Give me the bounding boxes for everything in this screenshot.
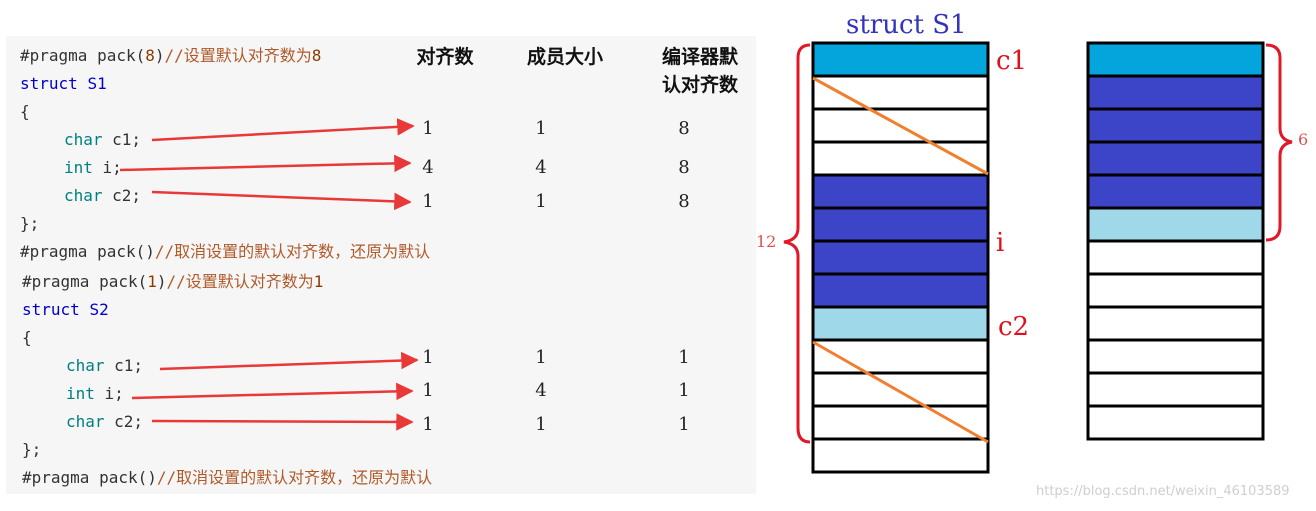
s1-cell-int bbox=[811, 173, 990, 210]
s2-struct-line: struct S2 bbox=[22, 300, 109, 319]
s2-cell-int bbox=[1086, 140, 1265, 177]
code-panel bbox=[6, 36, 756, 494]
s2-reset-line: #pragma pack()//取消设置的默认对齐数，还原为默认 bbox=[22, 468, 433, 487]
diagram-title: struct S1 bbox=[846, 10, 967, 40]
s2-c1-default: 1 bbox=[678, 347, 690, 368]
header-alignment: 对齐数 bbox=[416, 46, 474, 68]
s1-open-brace: { bbox=[20, 102, 30, 121]
s1-i-default: 8 bbox=[678, 157, 690, 178]
s1-cell-empty bbox=[811, 404, 990, 441]
s1-cell-empty bbox=[811, 338, 990, 375]
right-brace bbox=[1265, 43, 1293, 242]
s1-reset-line: #pragma pack()//取消设置的默认对齐数，还原为默认 bbox=[20, 242, 431, 261]
label-i: i bbox=[996, 228, 1005, 258]
s2-member-c2: char c2; bbox=[66, 412, 144, 431]
s2-open-brace: { bbox=[22, 328, 32, 347]
s1-c2-default: 8 bbox=[678, 191, 690, 212]
s2-cell-int bbox=[1086, 173, 1265, 210]
header-compiler-default-line1: 编译器默 bbox=[661, 46, 738, 68]
s2-pragma-line: #pragma pack(1)//设置默认对齐数为1 bbox=[22, 272, 324, 291]
s1-member-c2: char c2; bbox=[64, 186, 142, 205]
member-arrow bbox=[151, 190, 412, 211]
s2-cell-empty bbox=[1086, 239, 1265, 276]
s2-cell-empty bbox=[1086, 305, 1265, 342]
label-c1: c1 bbox=[996, 46, 1028, 76]
s1-cell-empty bbox=[811, 371, 990, 408]
s1-cell-empty bbox=[811, 437, 990, 474]
padding-diagonal-2 bbox=[812, 340, 989, 444]
s1-cell-c1 bbox=[811, 41, 990, 78]
s1-struct-line: struct S1 bbox=[20, 74, 107, 93]
member-arrow bbox=[131, 382, 414, 401]
s1-cell-c2 bbox=[811, 305, 990, 342]
s1-c1-size: 1 bbox=[535, 118, 547, 139]
s2-cell-int bbox=[1086, 74, 1265, 111]
s1-cell-int bbox=[811, 239, 990, 276]
s2-member-c1: char c1; bbox=[66, 356, 144, 375]
member-arrow bbox=[119, 154, 412, 173]
s1-i-size: 4 bbox=[535, 157, 547, 178]
label-c2: c2 bbox=[998, 312, 1030, 342]
s2-cell-empty bbox=[1086, 371, 1265, 408]
s1-c2-alignment: 1 bbox=[422, 191, 434, 212]
member-arrow bbox=[159, 351, 419, 371]
s2-i-default: 1 bbox=[678, 380, 690, 401]
s2-c1-size: 1 bbox=[535, 347, 547, 368]
s1-member-i: int i; bbox=[64, 158, 122, 177]
s1-c2-size: 1 bbox=[535, 191, 547, 212]
padding-diagonal-1 bbox=[812, 76, 989, 176]
s2-i-size: 4 bbox=[535, 380, 547, 401]
s1-c1-alignment: 1 bbox=[422, 118, 434, 139]
member-arrow bbox=[151, 413, 414, 431]
s2-close-brace: }; bbox=[22, 440, 42, 459]
s2-cell-empty bbox=[1086, 404, 1265, 441]
s1-cell-int bbox=[811, 272, 990, 309]
member-arrow bbox=[151, 118, 415, 142]
s2-cell-c2 bbox=[1086, 206, 1265, 243]
s2-cell-empty bbox=[1086, 338, 1265, 375]
s1-member-c1: char c1; bbox=[64, 130, 142, 149]
s1-c1-default: 8 bbox=[678, 118, 690, 139]
s1-cell-empty bbox=[811, 140, 990, 177]
s2-c2-alignment: 1 bbox=[422, 414, 434, 435]
s2-cell-int bbox=[1086, 107, 1265, 144]
s2-c2-default: 1 bbox=[678, 414, 690, 435]
watermark: https://blog.csdn.net/weixin_46103589 bbox=[1036, 484, 1290, 499]
left-brace bbox=[783, 43, 811, 444]
s2-member-i: int i; bbox=[66, 384, 124, 403]
s2-cell-empty bbox=[1086, 272, 1265, 309]
s2-i-alignment: 1 bbox=[422, 380, 434, 401]
s1-i-alignment: 4 bbox=[422, 157, 434, 178]
s1-cell-int bbox=[811, 206, 990, 243]
header-compiler-default-line2: 认对齐数 bbox=[661, 74, 738, 96]
s1-close-brace: }; bbox=[20, 214, 40, 233]
s2-cell-c1 bbox=[1086, 41, 1265, 78]
s2-c2-size: 1 bbox=[535, 414, 547, 435]
s2-c1-alignment: 1 bbox=[422, 347, 434, 368]
right-brace-label: 6 bbox=[1298, 130, 1309, 149]
left-brace-label: 12 bbox=[756, 232, 777, 251]
s1-pragma-line: #pragma pack(8)//设置默认对齐数为8 bbox=[20, 46, 322, 65]
header-member-size: 成员大小 bbox=[526, 46, 603, 68]
